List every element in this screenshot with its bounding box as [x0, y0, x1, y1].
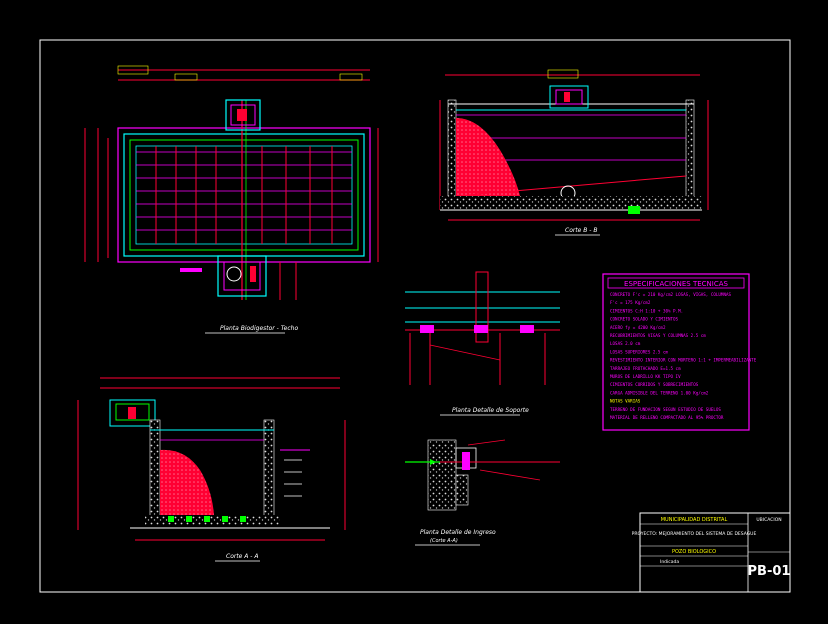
detail-inlet-title: Planta Detalle de Ingreso (Corte A-A): [415, 529, 496, 546]
detail-inlet-title-text: Planta Detalle de Ingreso: [420, 529, 496, 536]
title-block-entity: MUNICIPALIDAD DISTRITAL: [661, 517, 728, 523]
spec-table-row: CONCRETO F'c = 210 Kg/cm2 LOSAS, VIGAS, …: [610, 292, 731, 297]
section-a-title: Corte A - A: [215, 553, 260, 562]
spec-table-row: CONCRETO SOLADO Y CIMIENTOS: [610, 317, 679, 322]
spec-table-row: RECUBRIMIENTOS VIGAS Y COLUMNAS 2.5 cm: [610, 333, 706, 338]
plan-view-title-text: Planta Biodigestor - Techo: [220, 325, 298, 332]
spec-table-row: MATERIAL DE RELLENO COMPACTADO AL 95% PR…: [610, 415, 724, 420]
title-block-location: UBICACION: [756, 517, 781, 523]
title-block-sheet-code: PB-01: [748, 564, 791, 579]
spec-table-row: CIMIENTOS C:H 1:10 + 30% P.M.: [610, 308, 683, 313]
spec-table-rows: CONCRETO F'c = 210 Kg/cm2 LOSAS, VIGAS, …: [610, 292, 757, 420]
detail-inlet-view: [405, 439, 560, 511]
section-a-title-text: Corte A - A: [226, 553, 258, 560]
sheet-border: [39, 39, 791, 593]
plan-view: [84, 65, 379, 300]
plan-view-title: Planta Biodigestor - Techo: [205, 325, 298, 334]
spec-table-row: TERRENO DE FUNDACION SEGUN ESTUDIO DE SU…: [610, 407, 721, 412]
title-block: MUNICIPALIDAD DISTRITAL PROYECTO: MEJORA…: [632, 512, 791, 593]
title-block-scale: Indicada: [660, 559, 679, 565]
spec-table-row: LOSAS 2.0 cm: [610, 341, 641, 346]
spec-table-row: F'c = 175 Kg/cm2: [610, 300, 651, 305]
spec-table-title: ESPECIFICACIONES TECNICAS: [624, 280, 728, 288]
spec-table-row: TARRAJEO FROTACHADO E=1.5 cm: [610, 366, 681, 371]
title-block-project: PROYECTO: MEJORAMIENTO DEL SISTEMA DE DE…: [632, 531, 757, 537]
spec-table-row: NOTAS VARIAS: [610, 399, 641, 404]
spec-table: ESPECIFICACIONES TECNICAS CONCRETO F'c =…: [602, 273, 757, 431]
detail-support-title: Planta Detalle de Soporte: [440, 407, 529, 416]
section-b-view: [439, 69, 709, 221]
detail-support-view: [405, 271, 560, 385]
detail-support-title-text: Planta Detalle de Soporte: [452, 407, 529, 414]
section-a-view: [77, 377, 346, 541]
spec-table-row: REVESTIMIENTO INTERIOR CON MORTERO 1:1 +…: [610, 358, 757, 363]
section-b-title: Corte B - B: [555, 227, 600, 236]
spec-table-row: LOSAS SUPERIORES 2.5 cm: [610, 349, 668, 354]
spec-table-row: CARGA ADMISIBLE DEL TERRENO 1.00 Kg/cm2: [610, 390, 709, 395]
section-b-title-text: Corte B - B: [565, 227, 598, 234]
title-block-drawing-name: POZO BIOLOGICO: [672, 549, 716, 555]
detail-inlet-subtitle-text: (Corte A-A): [430, 538, 458, 544]
spec-table-row: MUROS DE LADRILLO KK TIPO IV: [610, 374, 681, 379]
spec-table-row: ACERO fy = 4200 Kg/cm2: [610, 325, 666, 330]
spec-table-row: CIMIENTOS CORRIDOS Y SOBRECIMIENTOS: [610, 382, 699, 387]
